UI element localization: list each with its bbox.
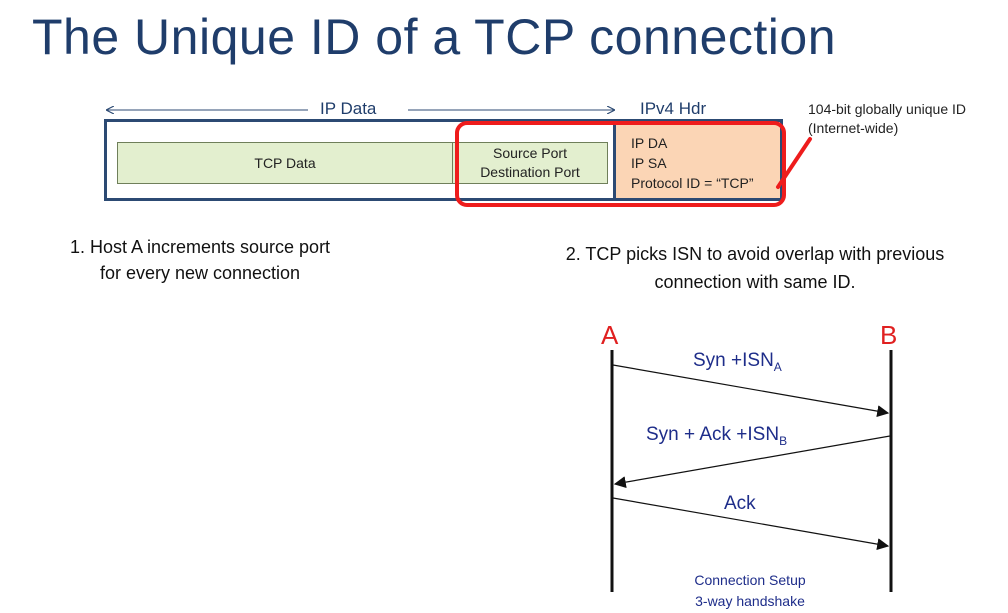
ipv4-header-fields: IP DA IP SA Protocol ID = “TCP” (631, 133, 754, 193)
ip-data-label: IP Data (320, 99, 377, 118)
callout-pointer (776, 137, 812, 189)
syn-ack-message: Syn + Ack +ISNB (646, 424, 787, 448)
packet-dimension-arrows (0, 0, 1008, 130)
step-1-line-2: for every new connection (99, 263, 301, 283)
ip-da-label: IP DA (631, 135, 668, 151)
syn-message: Syn +ISNA (693, 350, 782, 374)
caption-line-1: Connection Setup (694, 572, 806, 588)
step-1-line-1: 1. Host A increments source port (69, 237, 331, 257)
node-a-label: A (601, 320, 619, 350)
syn-message-text: Syn +ISN (693, 350, 774, 371)
step-2-text: 2. TCP picks ISN to avoid overlap with p… (520, 240, 990, 296)
tcp-header-box: Source Port Destination Port (452, 142, 608, 184)
callout-line-2: (Internet-wide) (808, 120, 899, 136)
ack-message: Ack (724, 493, 756, 514)
step-1-text: 1. Host A increments source port for eve… (30, 234, 370, 286)
step-2-line-1: 2. TCP picks ISN to avoid overlap with p… (565, 244, 945, 264)
node-b-label: B (880, 320, 898, 350)
handshake-caption: Connection Setup 3-way handshake (660, 570, 840, 612)
destination-port-label: Destination Port (480, 164, 580, 180)
ip-sa-label: IP SA (631, 155, 667, 171)
tcp-data-label: TCP Data (254, 155, 316, 171)
ipv4-header-box (613, 119, 783, 201)
ack-arrow (612, 497, 890, 551)
source-port-label: Source Port (493, 145, 567, 161)
caption-line-2: 3-way handshake (695, 593, 805, 609)
slide-title: The Unique ID of a TCP connection (32, 9, 836, 65)
protocol-id-label: Protocol ID = “TCP” (631, 175, 754, 191)
callout-line-1: 104-bit globally unique ID (808, 101, 966, 117)
syn-ack-message-sub: B (779, 433, 788, 448)
syn-ack-arrow (613, 435, 891, 489)
syn-ack-message-text: Syn + Ack +ISN (646, 424, 780, 445)
unique-id-highlight (455, 121, 786, 207)
step-2-line-2: connection with same ID. (654, 272, 856, 292)
ipv4-hdr-label: IPv4 Hdr (640, 99, 707, 118)
unique-id-callout: 104-bit globally unique ID (Internet-wid… (808, 100, 966, 138)
syn-message-sub: A (773, 359, 782, 374)
syn-arrow (612, 364, 890, 418)
tcp-data-box: TCP Data (117, 142, 453, 184)
